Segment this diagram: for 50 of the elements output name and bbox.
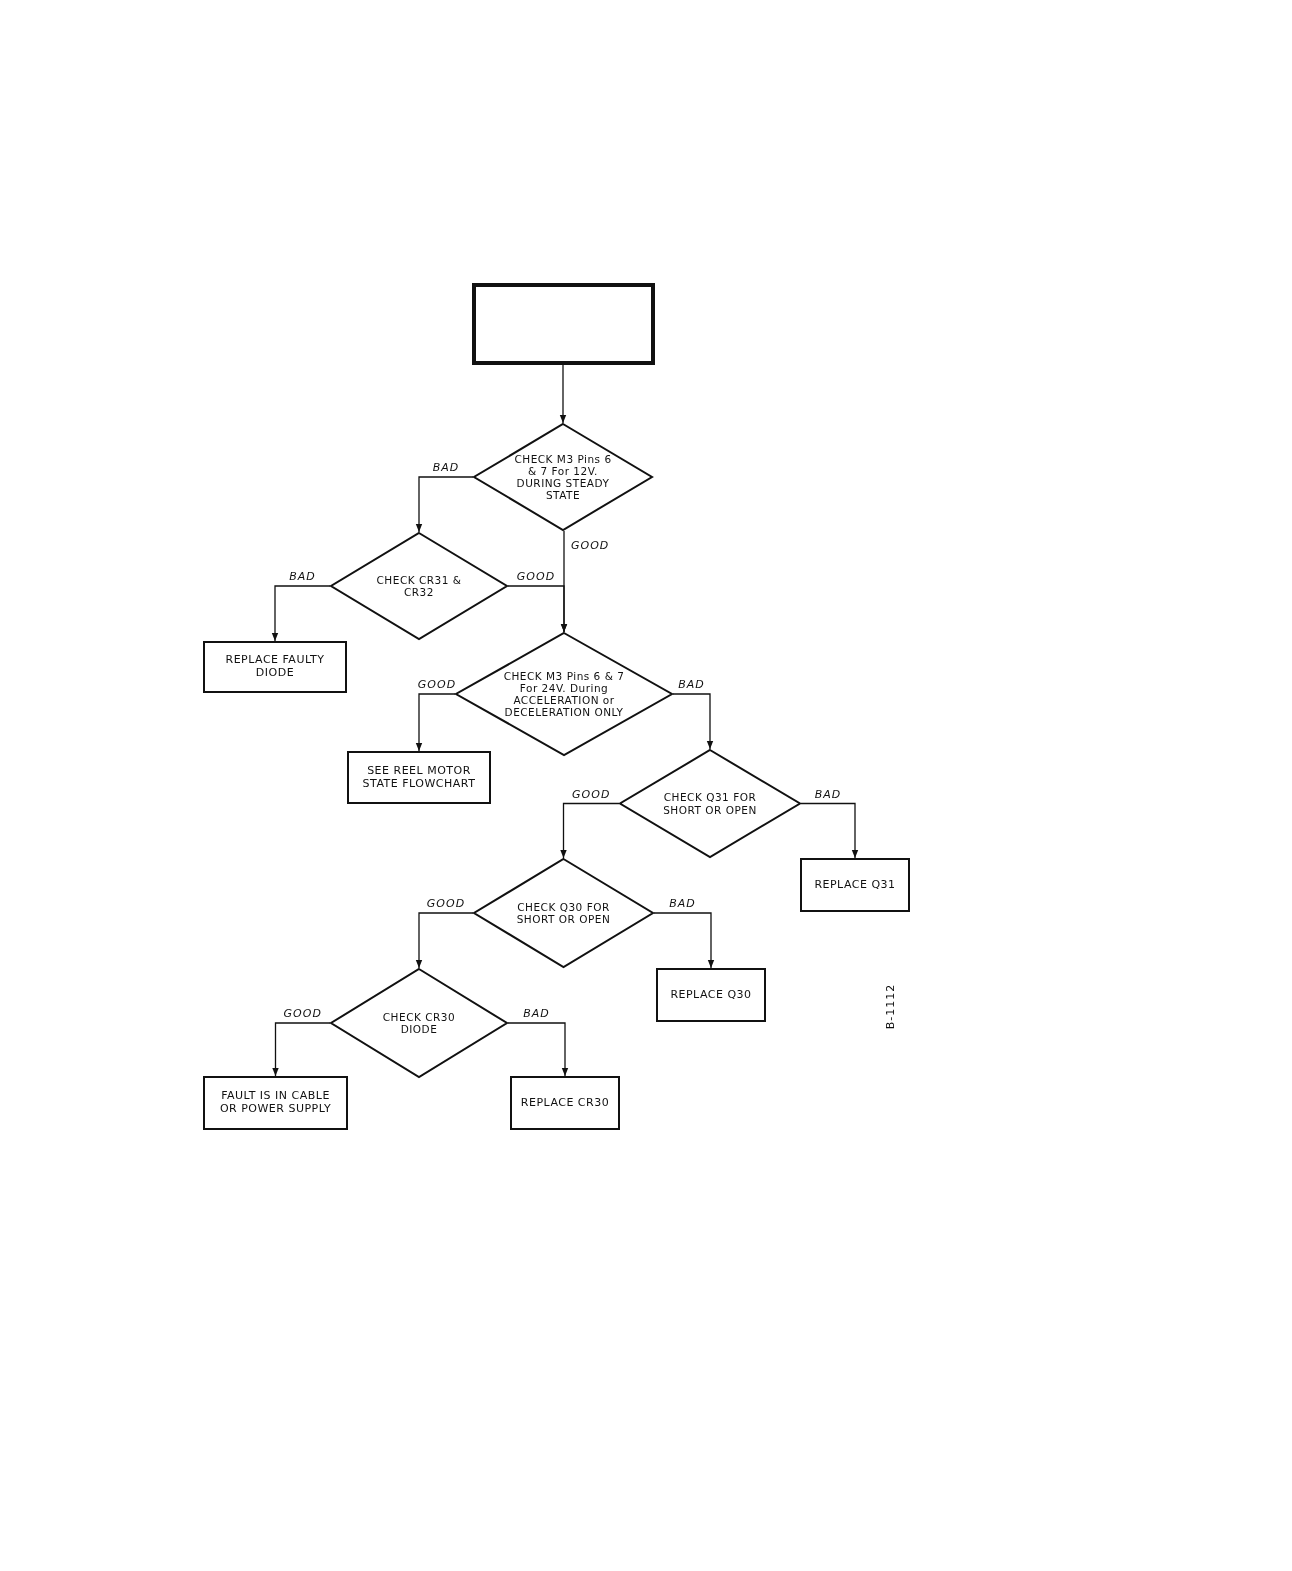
edge-label: BAD (288, 570, 317, 583)
arrow (415, 912, 474, 969)
edge-label: GOOD (570, 538, 611, 552)
node-text: REPLACE Q31 (814, 878, 896, 892)
node-text: CHECK Q30 FOR SHORT OR OPEN (515, 900, 612, 926)
arrow (415, 476, 474, 533)
node-text: CHECK M3 Pins 6 & 7 For 24V. During ACCELERATION or DECELERATION ONLY (502, 669, 626, 719)
process-box (203, 1076, 348, 1130)
arrow (507, 585, 568, 633)
decision-diamond (330, 532, 508, 640)
edge-label: BAD (668, 897, 697, 910)
node-text: REPLACE Q30 (670, 988, 752, 1002)
node-text: FAULT IS IN CABLE OR POWER SUPPLY (218, 1090, 333, 1116)
arrow (653, 912, 715, 969)
process-box (472, 283, 655, 365)
arrow (415, 693, 456, 752)
arrow (560, 802, 620, 859)
arrow (271, 585, 331, 642)
edge-label: BAD (677, 678, 706, 691)
decision-diamond (473, 423, 653, 531)
edge-label: BAD (522, 1007, 551, 1020)
decision-diamond (330, 968, 508, 1078)
arrow (507, 1022, 569, 1077)
node-text: CHECK CR31 & CR32 (375, 573, 463, 599)
arrow (272, 1022, 331, 1077)
decision-diamond (473, 858, 654, 968)
decision-diamond (455, 632, 673, 756)
process-box (800, 858, 910, 912)
arrow (559, 364, 567, 424)
process-box (203, 641, 347, 693)
node-text: CHECK M3 Pins 6 & 7 For 12V. DURING STEADY STATE (513, 452, 613, 502)
process-box (656, 968, 766, 1022)
edge-label: GOOD (515, 570, 557, 583)
process-box (347, 751, 491, 804)
edge-label: GOOD (571, 787, 612, 801)
edge-label: GOOD (416, 678, 458, 691)
edge-label: BAD (813, 787, 843, 801)
arrow (800, 802, 859, 859)
edge-label: GOOD (425, 897, 467, 910)
node-text: REPLACE FAULTY DIODE (224, 654, 326, 680)
decision-diamond (619, 749, 801, 858)
process-box (510, 1076, 620, 1130)
node-text: REPLACE CR30 (520, 1096, 610, 1110)
node-text: CHECK Q31 FOR SHORT OR OPEN (662, 791, 758, 816)
node-text: SEE REEL MOTOR STATE FLOWCHART (361, 764, 477, 791)
figure-number: B-1112 (884, 983, 898, 1030)
arrow (672, 693, 714, 750)
edge-label: BAD (431, 461, 461, 474)
node-text: CHECK CR30 DIODE (381, 1010, 457, 1036)
edge-label: GOOD (282, 1007, 323, 1020)
